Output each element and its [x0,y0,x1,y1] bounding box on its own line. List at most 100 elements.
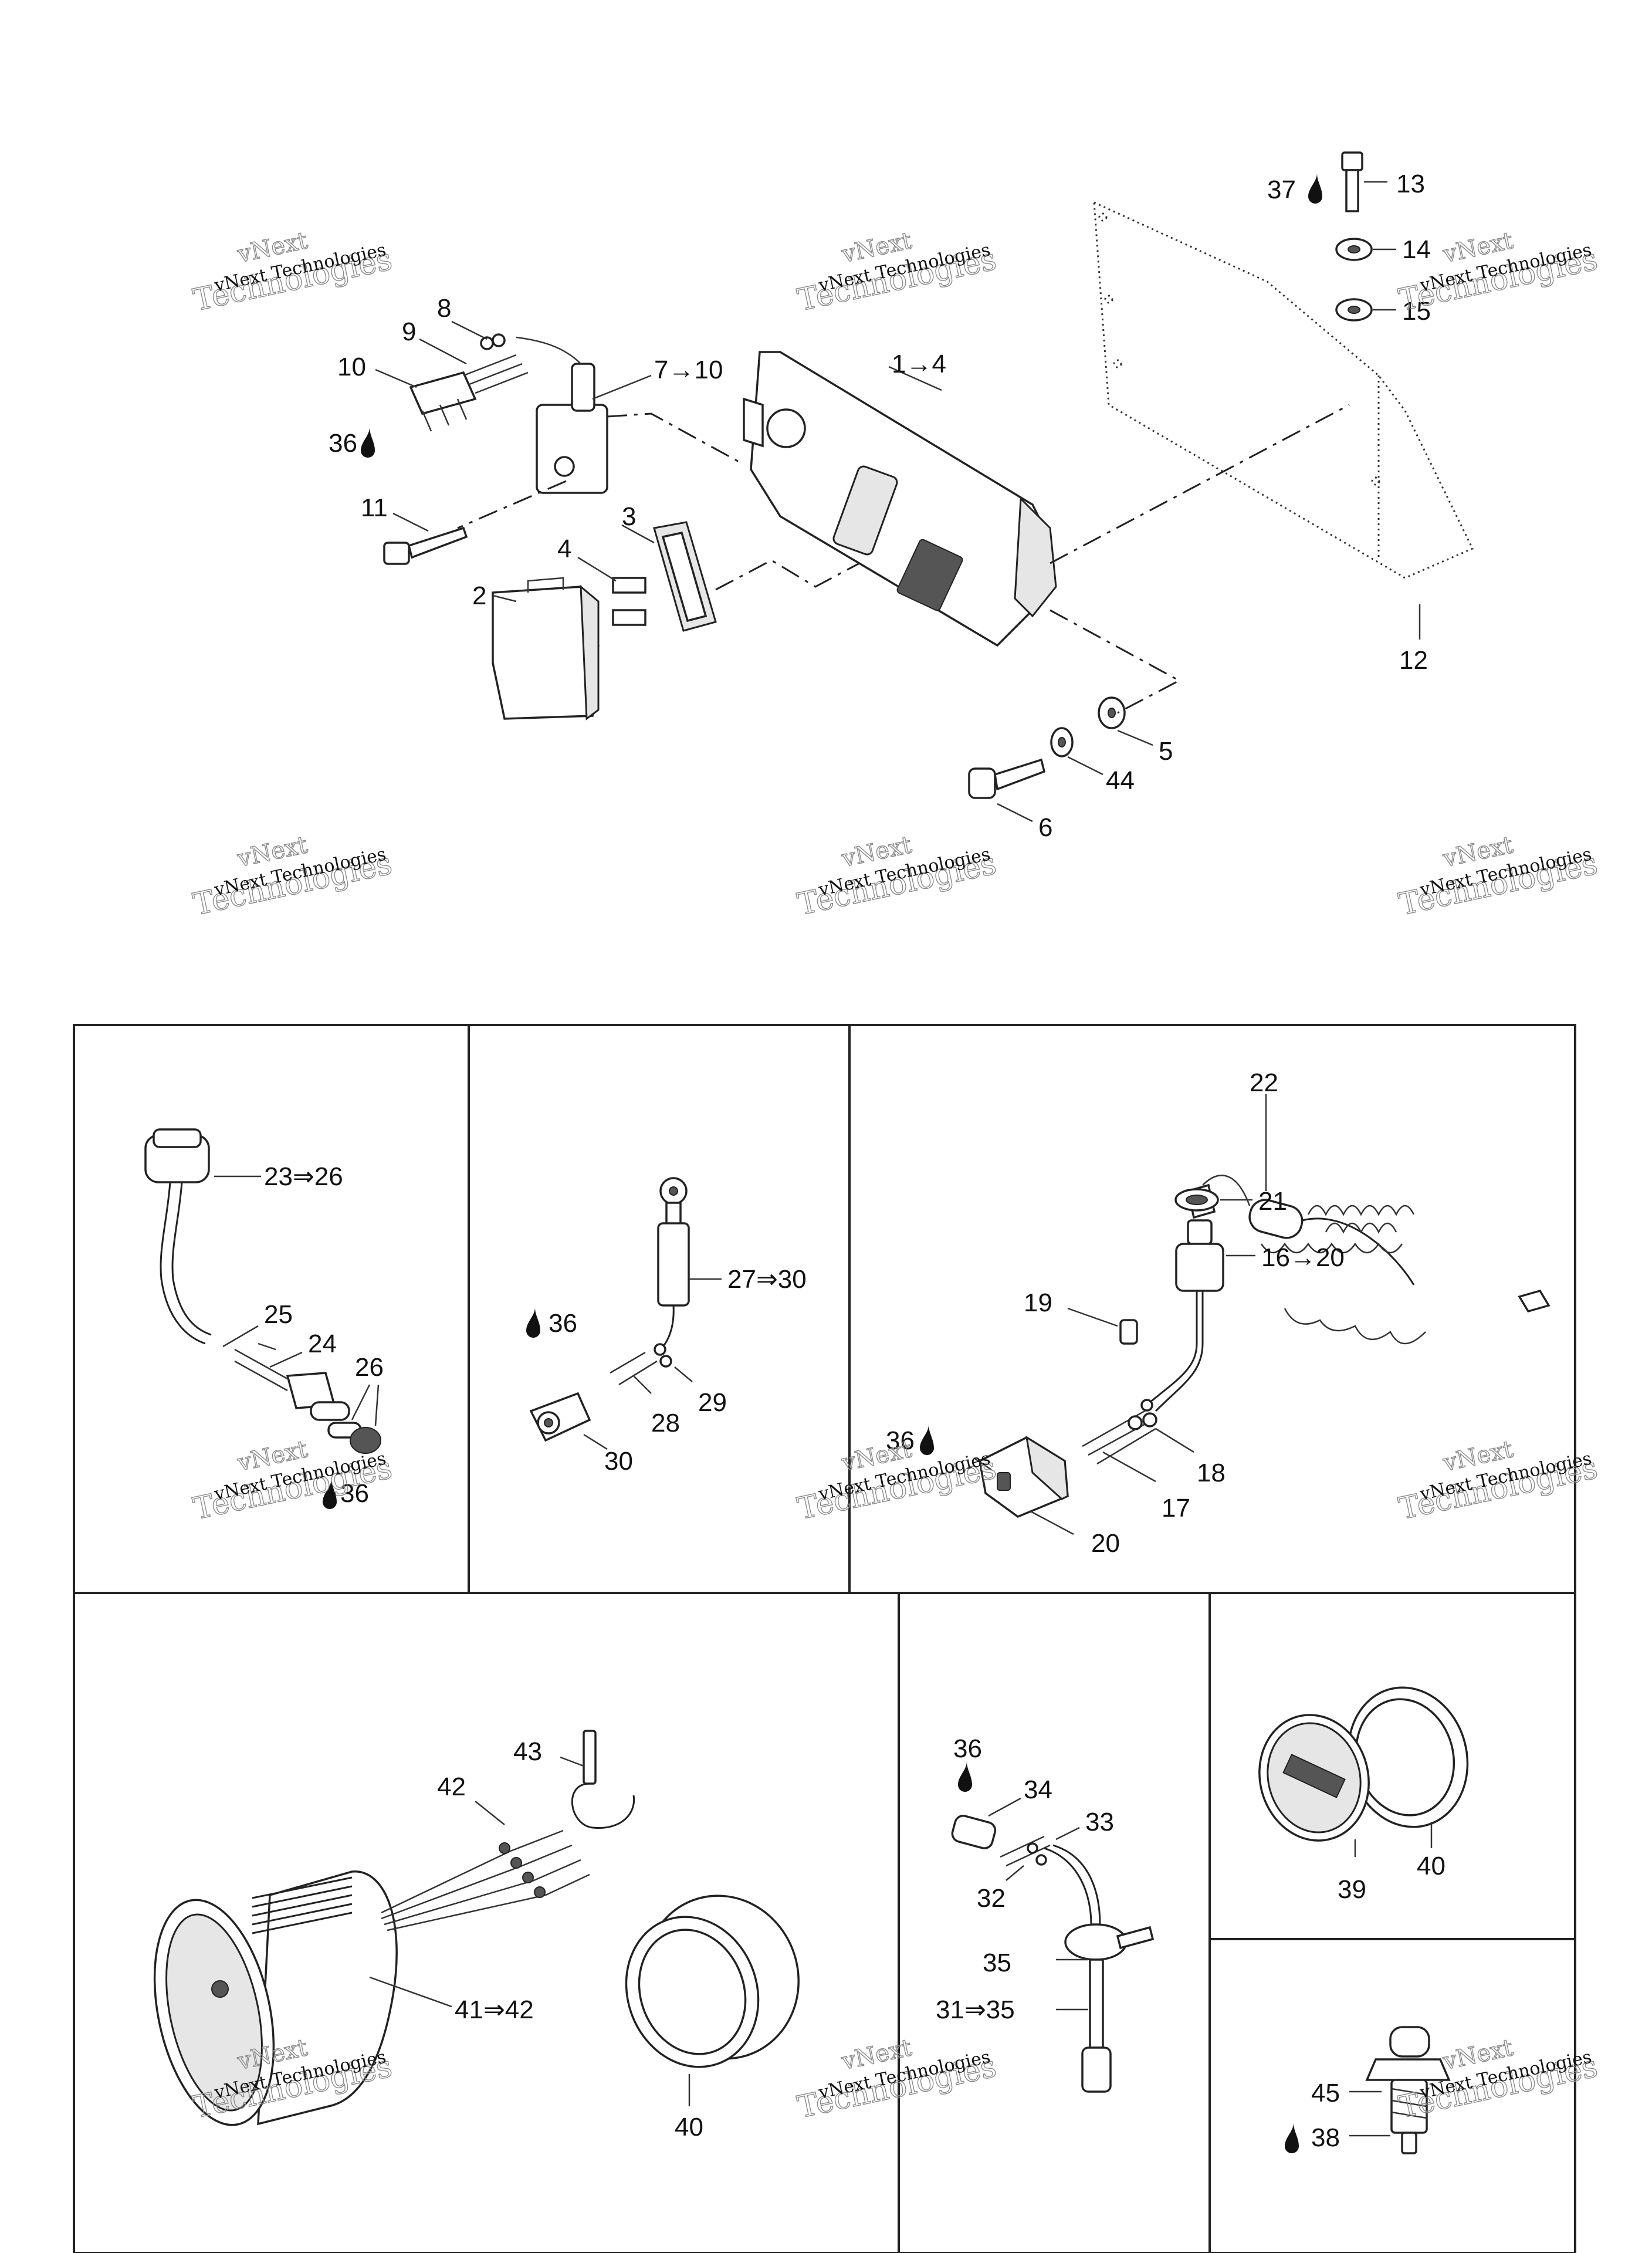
callout-41-42: 41⇒42 [455,1995,534,2024]
relay-7 [516,336,608,494]
callout-25: 25 [264,1300,293,1329]
callout-2: 2 [472,581,486,610]
callout-26: 26 [355,1353,384,1382]
mounting-bracket [1093,201,1474,579]
callout-40b: 40 [1417,1852,1446,1880]
seal-26 [350,1384,381,1454]
callout-10: 10 [337,353,366,381]
callout-22: 22 [1250,1068,1278,1097]
screw-11 [383,526,468,565]
callout-32: 32 [977,1884,1006,1913]
callout-labels: 13 37 14 15 8 9 10 7→10 1→4 36 11 3 4 2 … [264,170,1446,2152]
oil-drop-icons [323,173,1322,2153]
seal-8 [480,333,506,350]
callout-36c: 36 [549,1309,577,1338]
callout-21: 21 [1258,1187,1287,1216]
connector-34 [951,1797,1021,1849]
callout-19: 19 [1024,1288,1052,1317]
callout-9: 9 [402,317,416,346]
terminals-9 [463,354,529,394]
oil-drop-icon [1308,173,1322,204]
callout-36a: 36 [329,429,357,458]
callout-8: 8 [437,294,451,323]
callout-30: 30 [604,1447,633,1476]
callout-4: 4 [557,535,571,563]
wires-42 [381,1801,590,1931]
connector-10 [409,371,477,432]
seal-18 [1128,1412,1194,1453]
bolt-13 [1341,151,1363,212]
callout-6: 6 [1038,813,1052,842]
callout-17: 17 [1162,1494,1190,1523]
seal-19 [1067,1307,1138,1345]
washer-14 [1335,238,1373,261]
callout-11: 11 [361,493,388,522]
ring-21 [1174,1188,1252,1212]
washer-5 [1098,696,1126,729]
oil-drop-icon [1285,2123,1299,2153]
callout-14: 14 [1402,235,1431,264]
connector-20 [973,1435,1074,1535]
callout-15: 15 [1402,297,1431,326]
callout-24: 24 [308,1330,337,1358]
callout-36e: 36 [953,1734,982,1763]
callout-43: 43 [513,1737,542,1766]
switch-16 [1149,1219,1255,1412]
washer-44 [1050,727,1074,757]
callout-20: 20 [1091,1529,1120,1558]
terminals-17 [1082,1399,1156,1483]
callout-23-26: 23⇒26 [264,1162,343,1191]
oil-drop-icon [361,427,375,458]
callout-33: 33 [1085,1808,1114,1836]
callout-29: 29 [698,1388,727,1417]
bezel-40a [625,1895,800,2106]
callout-42: 42 [437,1772,466,1801]
callout-37: 37 [1267,175,1296,204]
callout-36b: 36 [340,1479,369,1508]
screw-6 [968,758,1046,799]
callout-40a: 40 [675,2113,703,2142]
ecu-module [743,351,1057,647]
panel-grid [73,1024,1576,2253]
fuse-holder-3 [653,521,717,632]
callout-45: 45 [1311,2079,1340,2107]
connector-30 [529,1392,608,1450]
relay-block-2 [492,577,600,720]
sensor-23 [144,1128,261,1345]
tether-cap-22 [1186,1094,1551,1345]
oil-drop-icon [920,1425,934,1455]
bezel-40b [1347,1686,1469,1848]
callout-5: 5 [1159,737,1173,766]
sensor-45 [1349,2026,1451,2154]
sender-31 [1044,1844,1155,2093]
callout-18: 18 [1197,1459,1226,1487]
callout-31-35: 31⇒35 [936,1995,1015,2024]
fuse-4 [612,577,646,626]
callout-1-4: 1→4 [892,350,946,378]
gauge-41 [153,1870,452,2126]
cap-39 [1258,1714,1370,1857]
callout-38: 38 [1311,2123,1340,2152]
terminals-32 [1000,1826,1080,1881]
callout-13: 13 [1396,170,1425,198]
oil-drop-icon [526,1307,540,1338]
callout-36d: 36 [886,1426,915,1455]
callout-12: 12 [1399,646,1428,675]
callout-28: 28 [651,1409,680,1437]
callout-34: 34 [1024,1775,1052,1804]
washer-15 [1335,298,1373,322]
sensor-27 [656,1177,722,1354]
callout-27-30: 27⇒30 [727,1265,807,1294]
callout-7-10: 7→10 [654,356,723,384]
callout-3: 3 [622,502,636,531]
oil-drop-icon [958,1761,972,1792]
callout-16-20: 16→20 [1261,1243,1345,1272]
leaders-top [375,181,1421,823]
callout-44: 44 [1106,766,1135,795]
callout-35: 35 [983,1948,1011,1977]
oil-drop-icon [323,1479,337,1509]
connector-24 [234,1342,362,1439]
callout-39: 39 [1338,1875,1366,1904]
cable-tie-43 [560,1730,635,1829]
